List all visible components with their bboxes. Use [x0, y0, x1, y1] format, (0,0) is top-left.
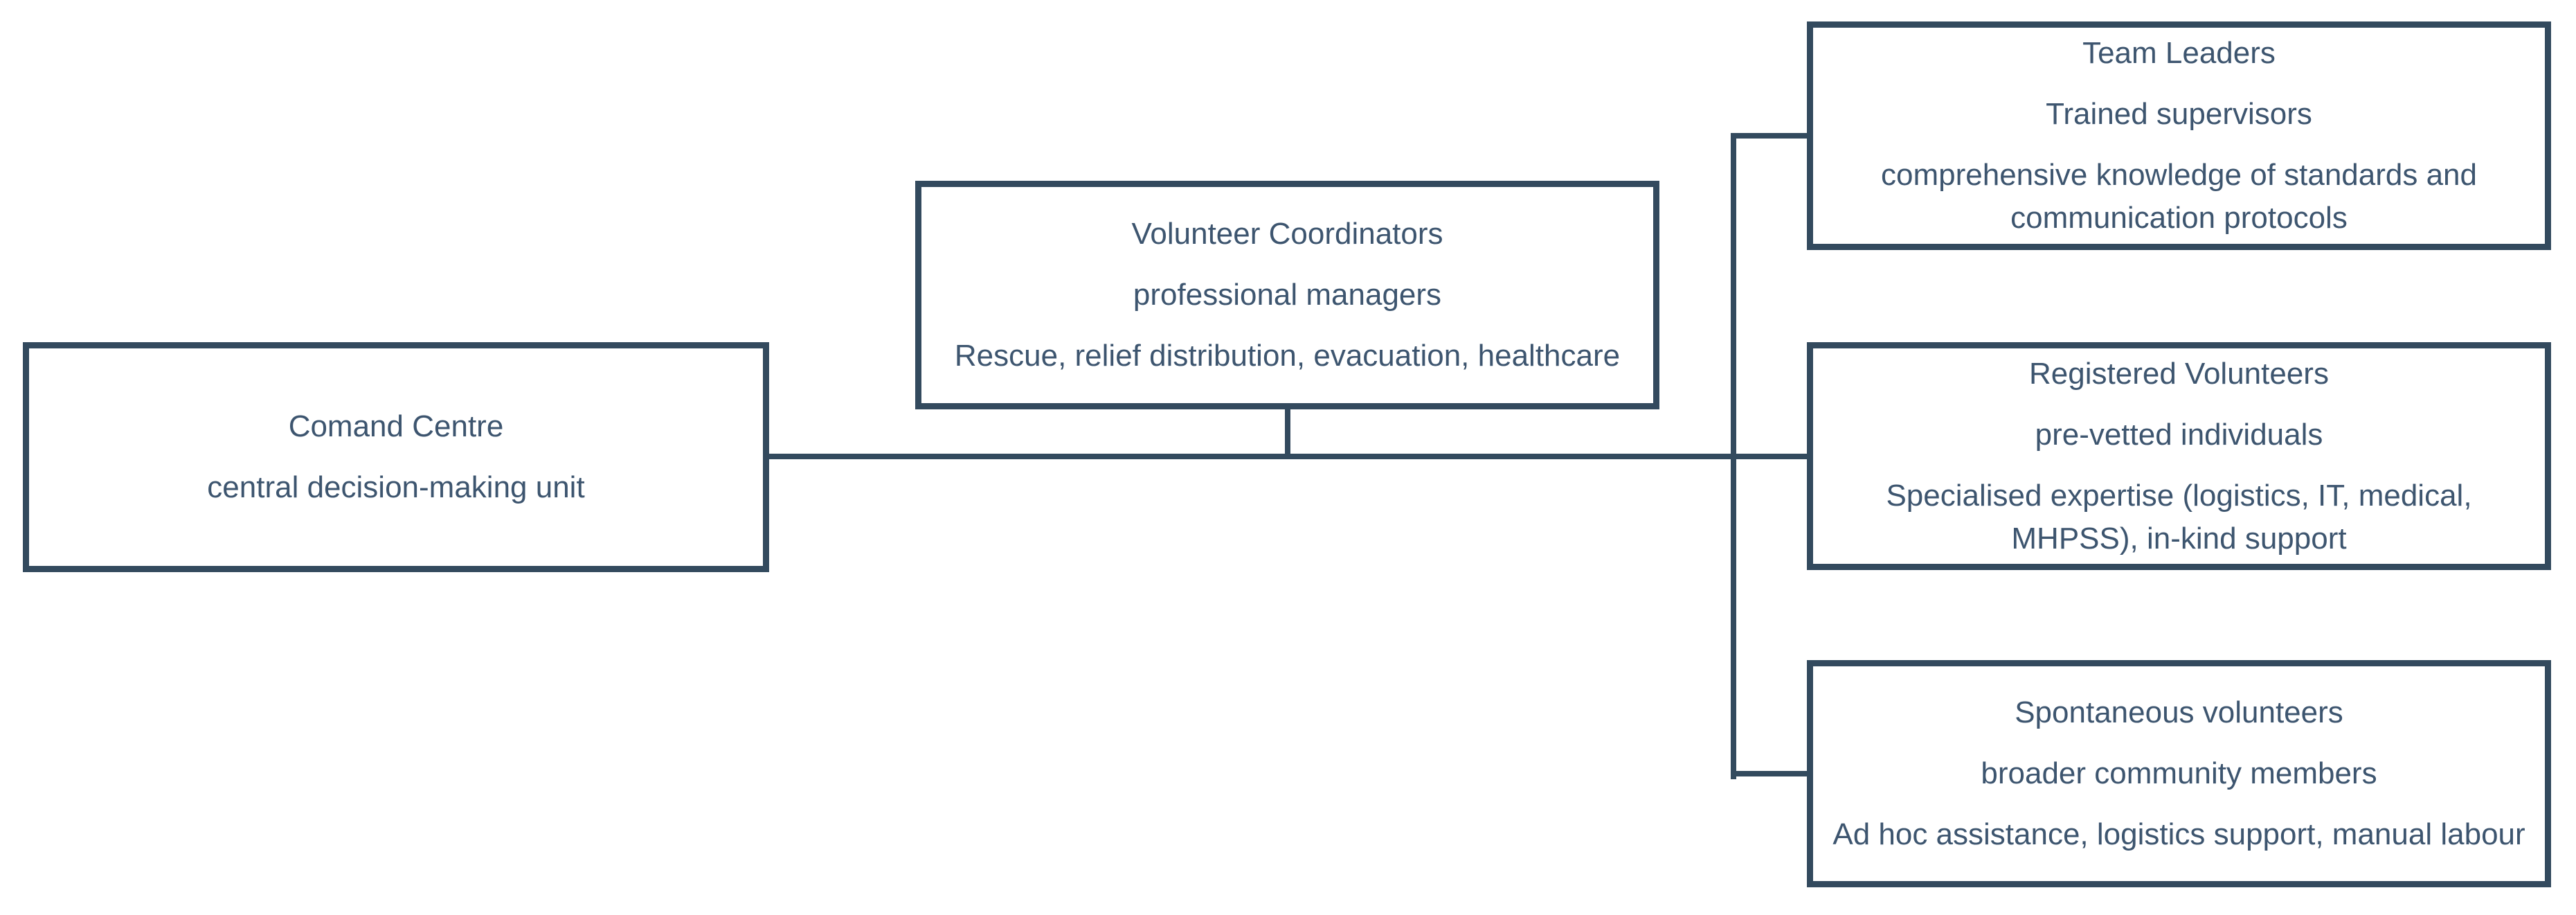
connector-trunk-vertical: [1731, 133, 1736, 779]
node-command-centre: Comand Centre central decision-making un…: [23, 342, 769, 572]
node-title: Volunteer Coordinators: [1131, 217, 1443, 251]
connector-trunk-to-team-leaders: [1733, 133, 1810, 139]
node-detail: Rescue, relief distribution, evacuation,…: [954, 339, 1621, 373]
node-subtitle: broader community members: [1981, 756, 2377, 790]
node-subtitle: Trained supervisors: [2046, 97, 2312, 131]
node-registered-volunteers: Registered Volunteers pre-vetted individ…: [1807, 342, 2551, 570]
node-detail: comprehensive knowledge of standards and…: [1881, 158, 2477, 235]
node-title: Comand Centre: [288, 409, 504, 443]
node-team-leaders: Team Leaders Trained supervisors compreh…: [1807, 21, 2551, 250]
node-spontaneous-volunteers: Spontaneous volunteers broader community…: [1807, 660, 2551, 887]
node-subtitle: professional managers: [1133, 278, 1442, 312]
node-detail: Specialised expertise (logistics, IT, me…: [1886, 478, 2472, 556]
connector-coordinators-stub: [1285, 409, 1290, 459]
node-subtitle: central decision-making unit: [207, 470, 585, 504]
connector-trunk-to-spontaneous: [1733, 771, 1810, 776]
node-title: Team Leaders: [2082, 36, 2276, 70]
node-title: Registered Volunteers: [2029, 356, 2329, 391]
node-volunteer-coordinators: Volunteer Coordinators professional mana…: [915, 181, 1659, 409]
node-subtitle: pre-vetted individuals: [2035, 417, 2323, 452]
node-title: Spontaneous volunteers: [2015, 695, 2343, 729]
node-detail: Ad hoc assistance, logistics support, ma…: [1832, 817, 2525, 851]
